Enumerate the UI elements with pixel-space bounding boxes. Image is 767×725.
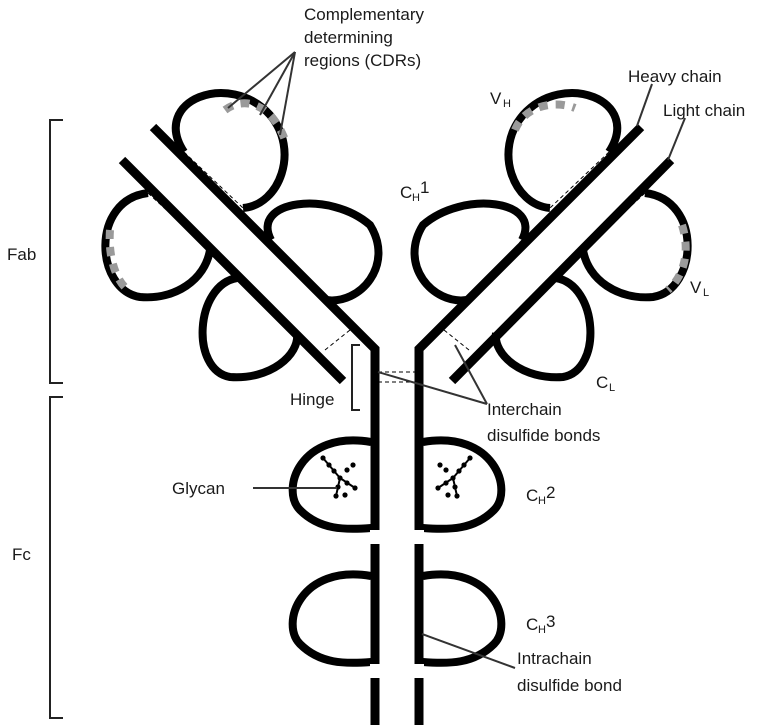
right-fc-gap-2 — [414, 664, 424, 678]
intrachain-label-line-2: disulfide bond — [517, 676, 622, 695]
heavy-chain-leader — [636, 83, 653, 127]
right-light-chain — [448, 156, 675, 385]
right-vh-domain — [504, 89, 621, 212]
left-cl-domain — [198, 274, 302, 382]
vh-label: V — [490, 89, 502, 108]
hinge-bracket — [351, 344, 360, 411]
cdr-leader-1 — [227, 51, 296, 109]
right-vh-intrachain — [549, 151, 610, 209]
right-ch2-domain — [422, 436, 506, 533]
ch2-label: C — [526, 486, 538, 505]
light-chain-label: Light chain — [663, 101, 745, 120]
ch1-sub: H — [412, 192, 420, 204]
fab-bracket — [49, 119, 63, 384]
light-chain-leader — [667, 117, 686, 161]
right-vl-cdr — [665, 223, 690, 293]
left-vl-cdr — [105, 229, 131, 294]
cl-label: C — [596, 373, 608, 392]
left-fc-gap-1 — [370, 530, 380, 544]
ch1-suffix: 1 — [420, 178, 429, 197]
vl-sub: L — [703, 287, 709, 299]
intrachain-leader — [421, 633, 516, 669]
right-fc-gap-1 — [414, 530, 424, 544]
interchain-leader-1 — [377, 371, 488, 405]
left-ch1-domain — [263, 199, 383, 305]
cdr-label-line-2: determining — [304, 28, 393, 47]
interchain-label-line-1: Interchain — [487, 400, 562, 419]
ch2-suffix: 2 — [546, 483, 555, 502]
left-light-heavy-bond — [324, 329, 351, 351]
fc-label: Fc — [12, 545, 31, 564]
cdr-label-line-1: Complementary — [304, 5, 424, 24]
left-vh-intrachain — [183, 151, 244, 209]
left-vl-intrachain — [147, 192, 211, 251]
left-vl-domain — [101, 189, 214, 302]
hinge-label: Hinge — [290, 390, 334, 409]
interchain-label-line-2: disulfide bonds — [487, 426, 600, 445]
left-vh-domain — [172, 89, 289, 212]
intrachain-label-line-1: Intrachain — [517, 649, 592, 668]
right-vh-cdr — [511, 100, 577, 132]
fc-bracket — [49, 396, 63, 719]
right-vl-domain — [579, 189, 692, 302]
left-ch2-domain — [288, 436, 372, 533]
glycan-label: Glycan — [172, 479, 225, 498]
left-glycan — [320, 455, 358, 499]
cl-sub: L — [609, 382, 615, 394]
cdr-leader-2 — [259, 51, 296, 116]
left-heavy-chain — [149, 123, 380, 725]
left-vh-cdr — [222, 99, 289, 142]
ch2-sub: H — [538, 495, 546, 507]
interchain-leader-2 — [454, 344, 488, 405]
ch1-label: C — [400, 183, 412, 202]
left-ch3-domain — [288, 570, 372, 667]
right-vl-intrachain — [582, 192, 646, 251]
heavy-chain-label: Heavy chain — [628, 67, 722, 86]
ch3-suffix: 3 — [546, 612, 555, 631]
cdr-label-line-3: regions (CDRs) — [304, 51, 421, 70]
right-ch3-domain — [422, 570, 506, 667]
ch3-label: C — [526, 615, 538, 634]
left-light-chain — [118, 156, 347, 385]
vl-label: V — [690, 278, 702, 297]
cdr-leader-3 — [279, 51, 296, 136]
right-ch1-domain — [410, 199, 530, 305]
left-fc-gap-2 — [370, 664, 380, 678]
right-cl-domain — [491, 274, 595, 382]
right-glycan — [435, 455, 473, 499]
fab-label: Fab — [7, 245, 36, 264]
vh-sub: H — [503, 98, 511, 110]
ch3-sub: H — [538, 624, 546, 636]
right-light-heavy-bond — [443, 329, 470, 351]
